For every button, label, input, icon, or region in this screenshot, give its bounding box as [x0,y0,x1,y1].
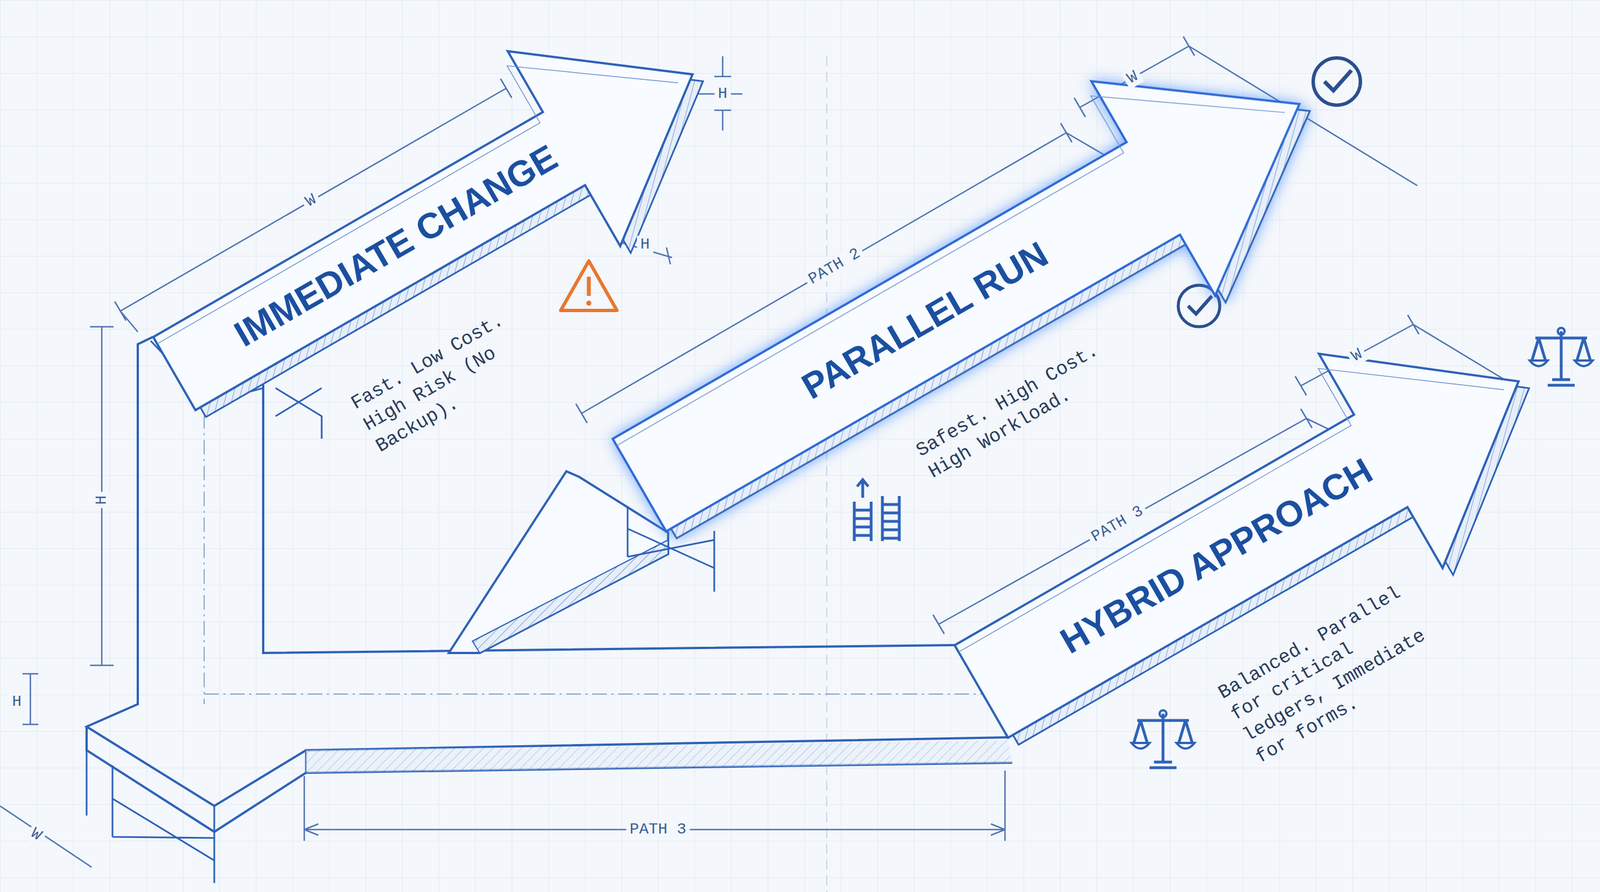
ramp-face [472,539,669,653]
base-face [305,740,1013,773]
dimension-line [89,326,114,666]
check-icon [1313,57,1361,106]
ramp [448,471,669,653]
warning-mark [586,300,592,306]
dimension-line [697,56,743,131]
warning-mark [587,276,592,296]
warning-triangle [560,260,617,311]
path-label: PATH 3 [626,820,691,839]
base-structure [214,750,306,832]
scales-icon [1529,327,1593,386]
dimension-line [0,805,92,868]
ladder-icon [854,479,900,542]
support-bracket [275,388,322,439]
support-legs [86,750,215,883]
dimension-label: H [714,84,732,103]
center-line [203,388,205,705]
warning-icon [560,260,617,311]
scales-icon [1131,710,1195,768]
arrow-inner-line [124,0,678,374]
dimension-label: H [92,492,111,509]
dimension-line [304,770,1005,841]
arrow-inner-line [583,16,1285,486]
arrow-outline [118,0,749,471]
dimension-label: H [637,235,654,254]
dimension-label: H [8,692,26,711]
base-structure [86,726,1013,832]
center-line [826,56,828,892]
center-line [204,693,1005,695]
arrow-outline [919,274,1581,800]
